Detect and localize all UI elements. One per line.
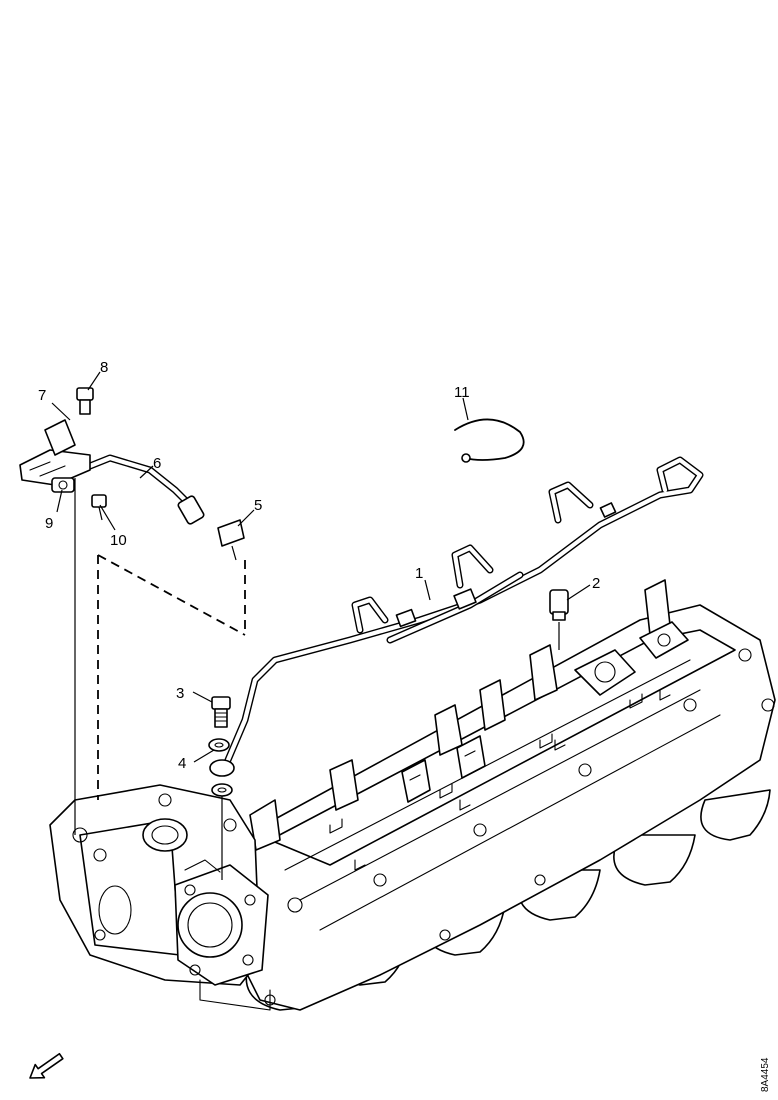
figure-code: 8A4454	[760, 1057, 771, 1092]
hose-clip	[454, 418, 525, 463]
fuel-rail	[224, 456, 704, 764]
assembly-guide-dashed	[97, 554, 246, 800]
return-line-assembly	[19, 387, 245, 835]
callout-labels: 1 2 3 4 5 6 7 8 9 10 11	[38, 359, 600, 772]
callout-6: 6	[153, 455, 161, 472]
callout-2: 2	[592, 575, 600, 592]
pressure-sensor	[549, 589, 569, 650]
callout-4: 4	[178, 755, 186, 772]
callout-10: 10	[110, 532, 127, 549]
arrow-down-left-icon	[29, 1052, 64, 1079]
callout-11: 11	[454, 384, 470, 401]
throttle-housing	[49, 784, 271, 1011]
leader-lines	[51, 371, 591, 763]
callout-5: 5	[254, 497, 262, 514]
callout-3: 3	[176, 685, 184, 702]
callout-9: 9	[45, 515, 53, 532]
callout-8: 8	[100, 359, 108, 376]
banjo-bolt-and-washers	[208, 696, 235, 880]
intake-manifold	[239, 579, 776, 1011]
callout-1: 1	[415, 565, 423, 582]
callout-7: 7	[38, 387, 46, 404]
